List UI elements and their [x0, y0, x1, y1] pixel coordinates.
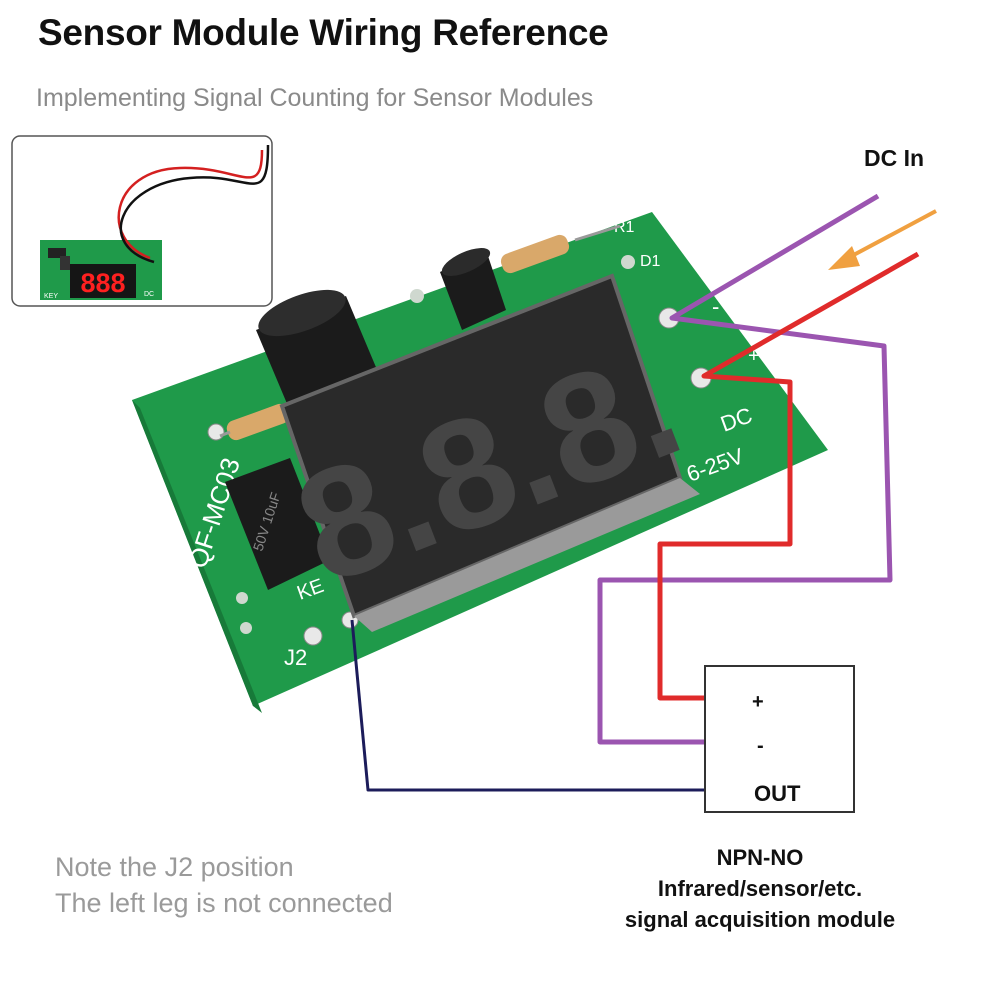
sensor-module-box: + - OUT — [704, 665, 855, 813]
minus-silk-label: - — [712, 294, 719, 319]
inset-photo: 888 KEY DC — [11, 135, 273, 307]
dc-in-label: DC In — [864, 145, 924, 171]
caption-line-3: signal acquisition module — [624, 907, 896, 932]
sensor-pin-plus: + — [752, 691, 764, 713]
j2-label: J2 — [284, 645, 307, 670]
inset-key-label: KEY — [44, 293, 58, 300]
sensor-pin-out: OUT — [754, 781, 801, 806]
inset-display-digits: 888 — [80, 268, 125, 298]
note-line-2: The left leg is not connected — [55, 888, 393, 918]
d1-label: D1 — [640, 253, 661, 270]
sensor-pin-minus: - — [757, 735, 764, 757]
wire-positive — [657, 251, 920, 701]
page-title: Sensor Module Wiring Reference — [38, 12, 609, 53]
caption-line-1: NPN-NO — [716, 845, 804, 870]
wire-negative — [597, 193, 893, 745]
note-line-1: Note the J2 position — [55, 852, 294, 882]
caption-line-2: Infrared/sensor/etc. — [657, 876, 863, 901]
plus-silk-label: + — [748, 345, 760, 367]
inset-dc-label: DC — [144, 291, 154, 298]
page-subtitle: Implementing Signal Counting for Sensor … — [36, 84, 594, 112]
sensor-module-caption: NPN-NO Infrared/sensor/etc. signal acqui… — [590, 842, 930, 935]
wire-signal — [350, 619, 744, 792]
r1-label: R1 — [614, 219, 635, 236]
input-arrow — [828, 209, 937, 270]
